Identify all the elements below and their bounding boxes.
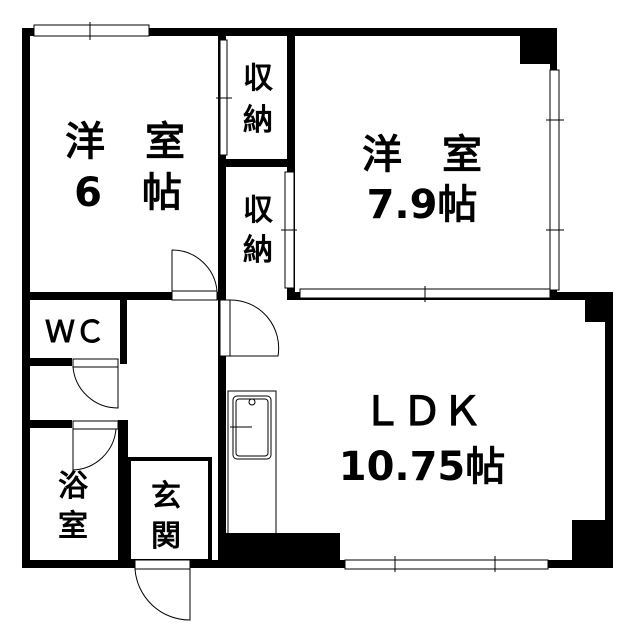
closet-2-label-line2: 納 — [243, 233, 273, 268]
entrance-label-line1: 玄 — [151, 479, 181, 514]
room-size-western-79: 7.9帖 — [367, 182, 478, 228]
room-name-wc: ＷＣ — [45, 315, 105, 350]
windows — [33, 22, 564, 572]
room-name-western-79: 洋 室 — [362, 132, 482, 178]
doors — [72, 249, 280, 621]
room-size-ldk: 10.75帖 — [339, 444, 506, 490]
entrance-label-line2: 関 — [151, 519, 181, 554]
room-name-ldk: ＬＤＫ — [362, 389, 482, 435]
room-name-western-6: 洋 室 — [65, 119, 185, 165]
bath-label-line1: 浴 — [58, 469, 89, 504]
closet-2-label-line1: 収 — [243, 193, 274, 228]
closet-1-label-line1: 収 — [243, 61, 274, 96]
bath-label-line2: 室 — [58, 509, 88, 544]
kitchen-counter — [227, 390, 277, 535]
closet-1-label-line2: 納 — [243, 103, 273, 138]
room-size-western-6: 6 帖 — [74, 170, 182, 216]
